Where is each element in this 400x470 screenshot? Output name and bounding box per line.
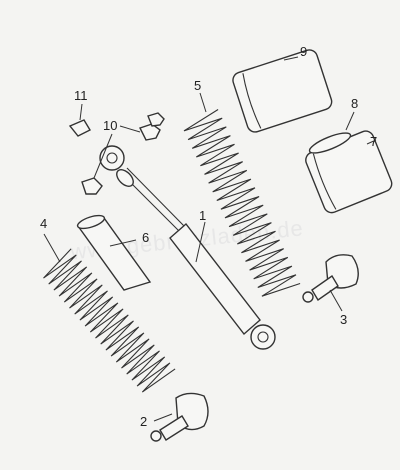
callout-8: 8 bbox=[351, 96, 358, 111]
part-5-spring bbox=[183, 109, 301, 297]
part-7-sleeve bbox=[305, 130, 393, 214]
part-3-bracket bbox=[302, 254, 359, 303]
callout-9: 9 bbox=[300, 44, 307, 59]
callout-7: 7 bbox=[370, 134, 377, 149]
part-6-tube bbox=[76, 214, 152, 291]
callout-11: 11 bbox=[74, 88, 88, 103]
part-8-ring bbox=[308, 132, 352, 154]
part-10-bushings bbox=[81, 112, 165, 195]
part-11-block bbox=[68, 119, 91, 137]
callout-1: 1 bbox=[199, 208, 206, 223]
callout-6: 6 bbox=[142, 230, 149, 245]
callout-2: 2 bbox=[140, 414, 147, 429]
callout-5: 5 bbox=[194, 78, 201, 93]
part-9-sleeve bbox=[232, 49, 333, 133]
part-4-spring bbox=[43, 248, 176, 393]
callout-4: 4 bbox=[40, 216, 47, 231]
part-2-bracket bbox=[150, 392, 209, 442]
callout-10: 10 bbox=[103, 118, 117, 133]
part-1-shock-absorber bbox=[99, 145, 276, 350]
callout-leaders bbox=[43, 56, 377, 422]
callout-3: 3 bbox=[340, 312, 347, 327]
